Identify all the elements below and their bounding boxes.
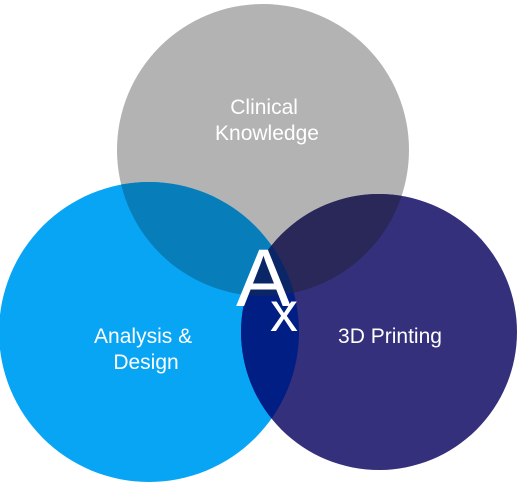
overlap-clinical-printing — [241, 194, 409, 296]
3d-printing-label-line-1: 3D Printing — [338, 325, 442, 348]
analysis-design-label-line-2: Design — [113, 351, 178, 374]
center-logo: A x — [236, 233, 298, 343]
analysis-design-label-line-1: Analysis & — [94, 325, 192, 348]
overlap-clinical-analysis — [117, 182, 299, 296]
3d-printing-label: 3D Printing — [338, 325, 442, 348]
center-logo-subscript: x — [270, 280, 298, 343]
analysis-design-label: Analysis & Design — [94, 325, 198, 374]
center-logo-letter: A — [236, 233, 291, 324]
clinical-knowledge-label-line-2: Knowledge — [215, 122, 319, 145]
clinical-knowledge-label-line-1: Clinical — [230, 96, 298, 119]
clinical-knowledge-label: Clinical Knowledge — [215, 96, 319, 145]
